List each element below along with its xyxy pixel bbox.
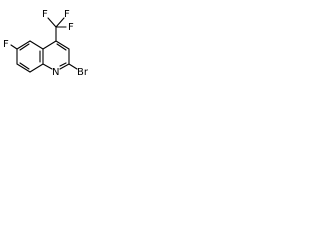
double-bond-c5-c6 xyxy=(19,43,30,51)
bond-n1-c8a xyxy=(42,63,53,70)
bond-c8-c8a xyxy=(29,63,44,73)
double-bond-c7-c8 xyxy=(19,62,30,70)
atom-br: Br xyxy=(77,67,89,78)
bond-c2-n1 xyxy=(59,63,70,70)
bond-cf3-f-top-right xyxy=(55,17,65,28)
atom-f-cf3-top-left: F xyxy=(42,9,48,20)
bond-c6-f xyxy=(10,44,18,50)
bond-c7-c8 xyxy=(16,63,31,73)
bond-cf3-f-top-left xyxy=(47,17,57,28)
bond-c4-c3 xyxy=(55,40,70,50)
double-bond-c2-n1 xyxy=(59,62,67,67)
atom-f-cf3-right: F xyxy=(68,22,74,33)
double-bond-c4-c3 xyxy=(56,43,67,51)
bond-c4a-c5 xyxy=(29,40,44,50)
atom-f-ring: F xyxy=(3,39,9,50)
quinoline-structure: F N Br F F F xyxy=(3,9,89,78)
atom-n: N xyxy=(52,67,59,78)
atom-f-cf3-top-right: F xyxy=(64,9,70,20)
bond-c5-c6 xyxy=(16,40,31,50)
bond-c2-br xyxy=(68,63,78,70)
bond-c4a-c4 xyxy=(42,40,57,50)
